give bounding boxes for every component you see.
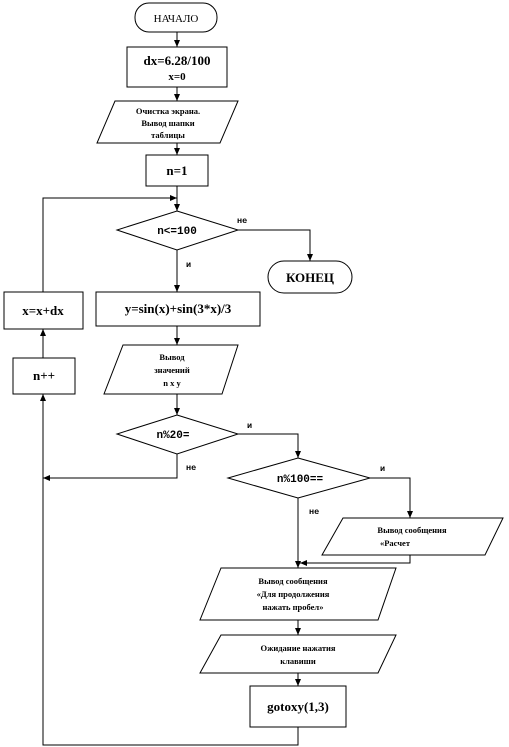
init-block: dx=6.28/100 x=0 bbox=[126, 46, 228, 88]
end-node: КОНЕЦ bbox=[267, 260, 353, 294]
loop-condition: n<=100 bbox=[115, 210, 240, 251]
arrow-loop-exit-to-end bbox=[238, 229, 313, 261]
n-inc-block: n++ bbox=[12, 357, 76, 395]
edge-label-mod20-no: не bbox=[186, 463, 196, 473]
wait-label-2: клавиши bbox=[280, 656, 316, 666]
init-label-dx: dx=6.28/100 bbox=[144, 53, 211, 68]
output-label-1: Вывод bbox=[159, 352, 185, 362]
n-init-block: n=1 bbox=[145, 154, 209, 187]
wait-label-1: Ожидание нажатия bbox=[260, 643, 335, 653]
loop-condition-label: n<=100 bbox=[157, 226, 197, 238]
mod20-condition-label: n%20= bbox=[156, 430, 189, 442]
end-label: КОНЕЦ bbox=[286, 270, 334, 285]
start-label: НАЧАЛО bbox=[154, 13, 199, 25]
msg-continue-label-3: нажать пробел» bbox=[263, 602, 324, 612]
output-label-3: n x y bbox=[163, 378, 181, 388]
edge-label-loop-no: не bbox=[237, 216, 247, 226]
msg-continue-label-2: «Для продолжения bbox=[257, 589, 330, 599]
calc-y-block: y=sin(x)+sin(3*x)/3 bbox=[95, 291, 261, 327]
n-inc-label: n++ bbox=[33, 368, 55, 383]
output-values-block: Вывод значений n x y bbox=[103, 344, 239, 395]
x-inc-block: x=x+dx bbox=[3, 291, 84, 330]
edge-label-mod100-no: не bbox=[309, 507, 319, 517]
arrow-mod100-yes-to-msg bbox=[370, 477, 413, 518]
gotoxy-label: gotoxy(1,3) bbox=[267, 699, 329, 714]
arrow-xinc-to-loop bbox=[42, 195, 177, 292]
edge-label-mod20-yes: и bbox=[247, 421, 252, 431]
arrow-mod20-no-to-loop bbox=[43, 454, 178, 481]
output-label-2: значений bbox=[154, 365, 190, 375]
n-init-label: n=1 bbox=[166, 163, 187, 178]
gotoxy-block: gotoxy(1,3) bbox=[249, 685, 347, 728]
x-inc-label: x=x+dx bbox=[22, 303, 64, 318]
clear-label-2: Вывод шапки bbox=[141, 118, 194, 128]
arrow-mod20-yes-to-mod100 bbox=[238, 433, 301, 458]
msg-continue-label-1: Вывод сообщения bbox=[258, 576, 328, 586]
clear-label-1: Очистка экрана. bbox=[136, 106, 200, 116]
clear-screen-block: Очистка экрана. Вывод шапки таблицы bbox=[96, 100, 239, 144]
mod100-condition-label: n%100== bbox=[277, 474, 324, 486]
wait-key-block: Ожидание нажатия клавиши bbox=[199, 634, 397, 674]
init-label-x: x=0 bbox=[168, 71, 186, 83]
connectors bbox=[40, 32, 413, 746]
start-node: НАЧАЛО bbox=[134, 2, 218, 33]
mod100-condition: n%100== bbox=[226, 457, 372, 499]
msg-done-label-2: «Расчет bbox=[380, 538, 411, 548]
msg-done-label-1: Вывод сообщения bbox=[377, 525, 447, 535]
edge-label-mod100-yes: и bbox=[380, 464, 385, 474]
arrow-gotoxy-back-to-loop bbox=[40, 394, 299, 746]
mod20-condition: n%20= bbox=[115, 414, 240, 455]
calc-y-label: y=sin(x)+sin(3*x)/3 bbox=[125, 301, 232, 316]
msg-done-block: Вывод сообщения «Расчет bbox=[321, 517, 504, 556]
arrow-msg-to-continue bbox=[300, 555, 411, 566]
edge-labels: не и и не и не bbox=[186, 216, 385, 517]
edge-label-loop-yes: и bbox=[186, 260, 191, 270]
msg-continue-block: Вывод сообщения «Для продолжения нажать … bbox=[199, 567, 397, 621]
clear-label-3: таблицы bbox=[151, 130, 185, 140]
